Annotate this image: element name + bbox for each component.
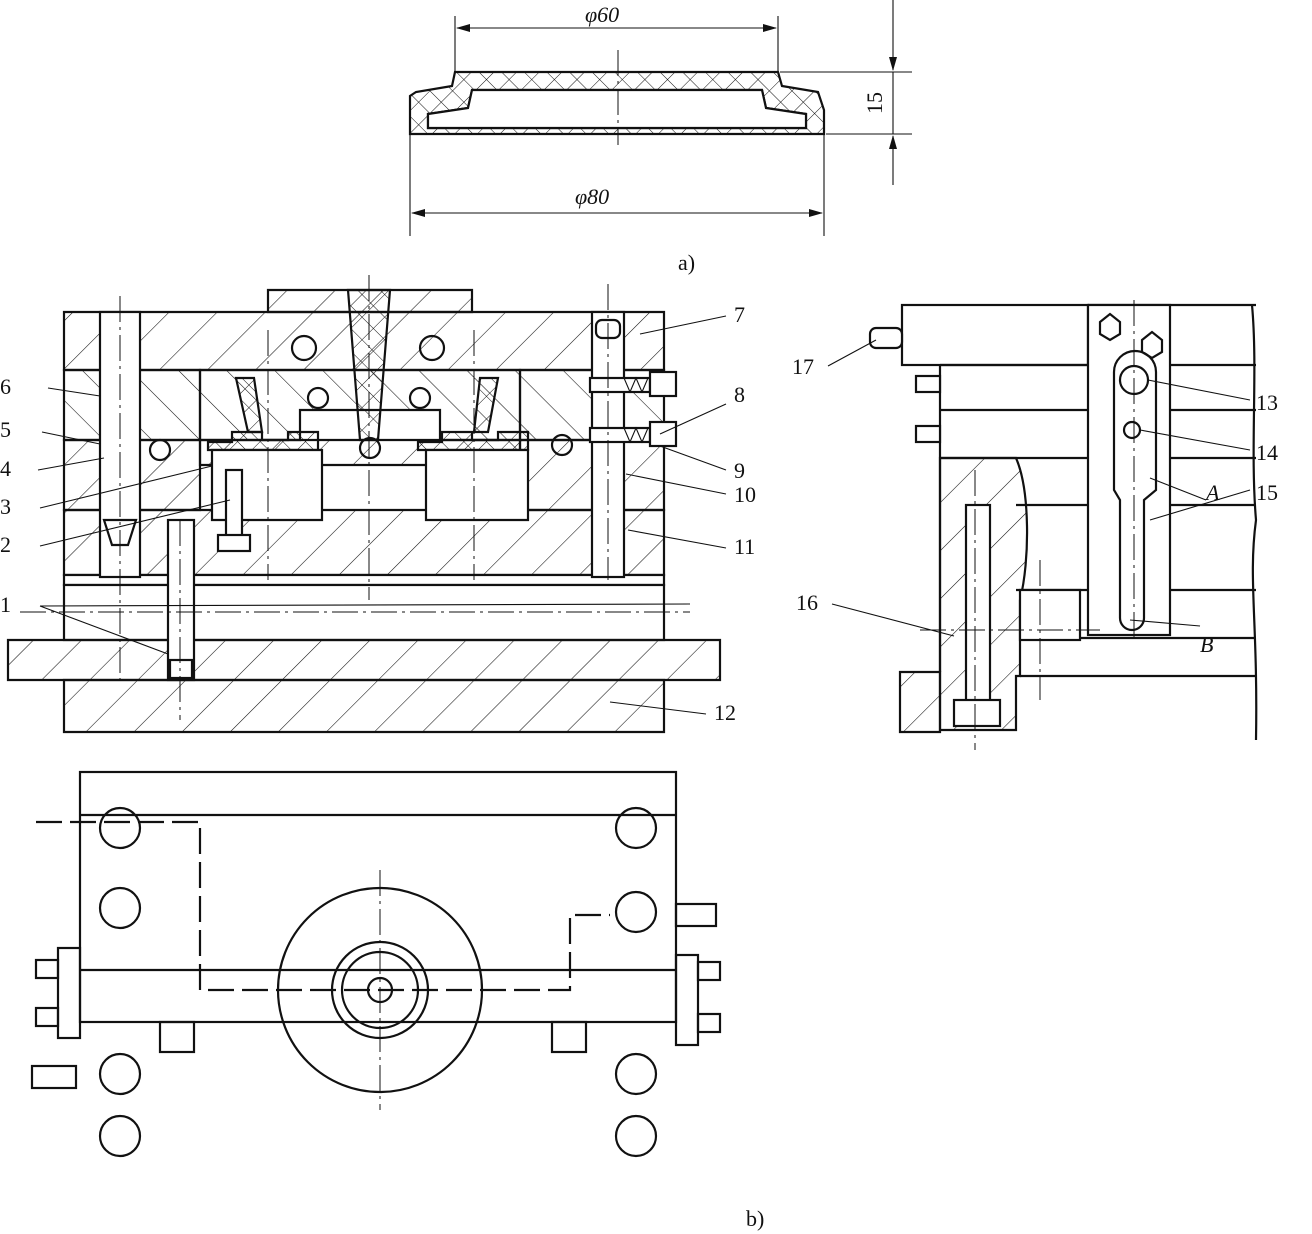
guide-hole xyxy=(98,886,142,930)
view-label-b: b) xyxy=(746,1206,764,1231)
side-plunger-housing xyxy=(674,953,700,1047)
side-plunger-housing xyxy=(56,946,82,1040)
screw-hole xyxy=(418,334,446,362)
nozzle-plug-17 xyxy=(868,326,904,350)
guide-hole xyxy=(614,1052,658,1096)
part-inner-cavity xyxy=(426,88,808,130)
section-cut-line xyxy=(36,820,610,992)
label-17: 17 xyxy=(792,354,814,379)
bottom-bolt xyxy=(550,1020,588,1054)
base-plate xyxy=(6,638,722,682)
gate-left xyxy=(234,376,264,434)
label-A: A xyxy=(1204,480,1220,505)
bolt-head xyxy=(914,424,942,444)
plunger-head xyxy=(674,902,718,928)
mold-plan-view xyxy=(30,770,722,1158)
label-4: 4 xyxy=(0,456,11,481)
side-ejector-pin xyxy=(964,503,992,707)
label-13: 13 xyxy=(1256,390,1278,415)
core-right xyxy=(424,448,530,522)
bottom-bolt xyxy=(158,1020,196,1054)
view-label-a: a) xyxy=(678,250,695,275)
guide-hole xyxy=(98,806,142,850)
plunger-head xyxy=(696,1012,722,1034)
guide-hole xyxy=(614,890,658,934)
screw-hole xyxy=(408,386,432,410)
label-6: 6 xyxy=(0,374,11,399)
dim-d80: φ80 xyxy=(575,184,609,209)
dim-h15: 15 xyxy=(862,92,887,114)
screw-2 xyxy=(224,468,244,547)
label-8: 8 xyxy=(734,382,745,407)
part-view-a: φ60 φ80 15 a) xyxy=(408,0,912,275)
hex-nut xyxy=(1140,330,1164,360)
label-10: 10 xyxy=(734,482,756,507)
plunger-head xyxy=(30,1064,78,1090)
screw-hole xyxy=(306,386,330,410)
label-11: 11 xyxy=(734,534,755,559)
side-base-left xyxy=(898,670,942,734)
screw-hole xyxy=(148,438,172,462)
core-plate-11 xyxy=(62,508,666,577)
guide-hole xyxy=(614,1114,658,1158)
molded-part-right xyxy=(416,430,530,452)
guide-hole xyxy=(98,1052,142,1096)
screw-hole xyxy=(290,334,318,362)
label-15: 15 xyxy=(1256,480,1278,505)
label-12: 12 xyxy=(714,700,736,725)
gate-right xyxy=(472,376,500,434)
mold-side-view: 17 13 14 A 15 B 16 xyxy=(792,300,1278,750)
plunger-head xyxy=(34,1006,60,1028)
ejector-pin-1 xyxy=(166,518,196,682)
dim-d60: φ60 xyxy=(585,2,619,27)
side-insert xyxy=(1018,588,1082,642)
label-16: 16 xyxy=(796,590,818,615)
locking-latch-15 xyxy=(1112,349,1158,632)
label-3: 3 xyxy=(0,494,11,519)
side-top-block xyxy=(900,303,1090,367)
label-1: 1 xyxy=(0,592,11,617)
label-14: 14 xyxy=(1256,440,1278,465)
hex-nut xyxy=(1098,312,1122,342)
label-7: 7 xyxy=(734,302,745,327)
plunger-head xyxy=(34,958,60,980)
plunger-head xyxy=(696,960,722,982)
support-plate xyxy=(62,573,666,587)
screw-hole xyxy=(358,436,382,460)
screw-hole xyxy=(550,433,574,457)
label-5: 5 xyxy=(0,417,11,442)
side-screw-head xyxy=(952,698,1002,728)
label-2: 2 xyxy=(0,532,11,557)
label-B: B xyxy=(1200,632,1213,657)
plan-outline xyxy=(78,770,678,1024)
bottom-clamp-plate-12 xyxy=(62,678,666,734)
guide-hole xyxy=(98,1114,142,1158)
mold-main-section: 6 5 4 3 2 1 7 8 9 10 11 12 xyxy=(0,275,756,734)
bolt-head xyxy=(914,374,942,394)
label-9: 9 xyxy=(734,458,745,483)
guide-hole xyxy=(614,806,658,850)
